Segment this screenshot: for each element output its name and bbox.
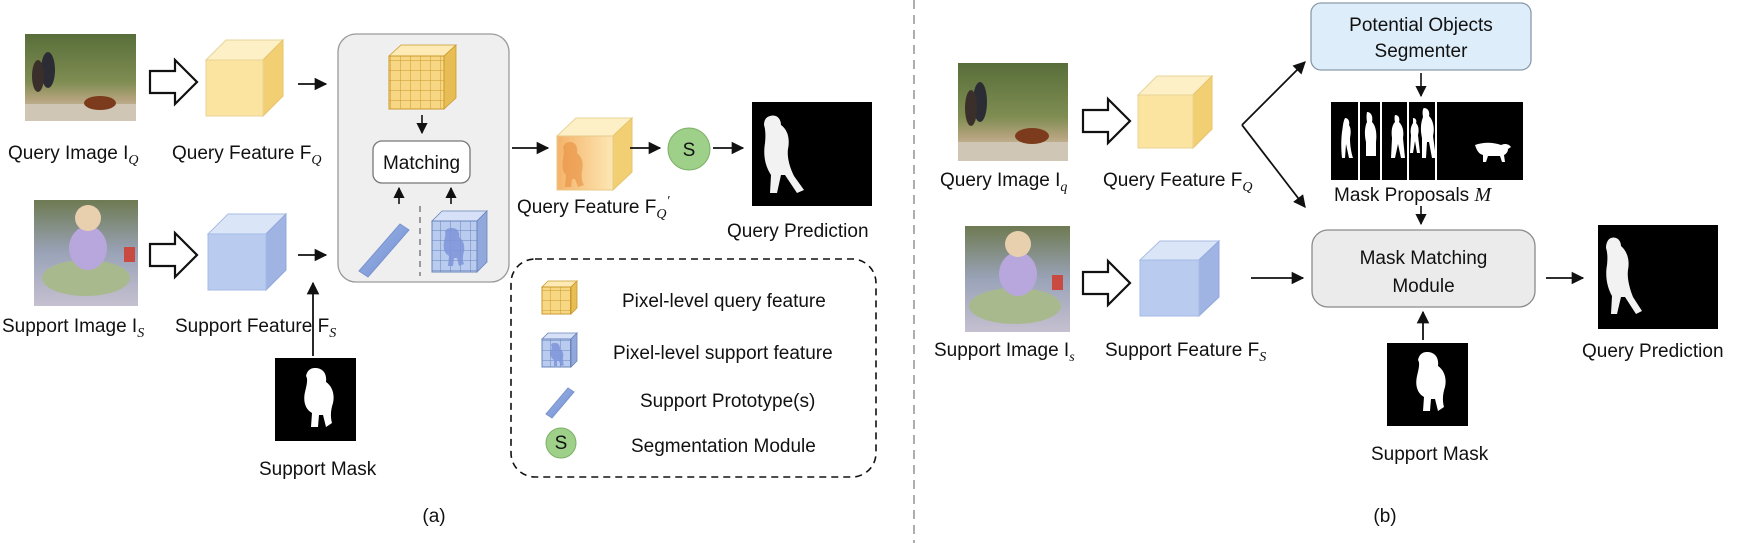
legend-prototype-icon — [545, 387, 575, 419]
segmentation-symbol: S — [683, 140, 696, 161]
segmenter-label-line1: Potential Objects — [1349, 15, 1493, 36]
query-feature-cube-b — [1136, 74, 1214, 150]
query-prediction-label-b: Query Prediction — [1582, 341, 1724, 362]
support-feature-label-b: Support Feature FS — [1105, 340, 1266, 365]
hollow-arrow-icon — [148, 57, 199, 107]
support-image-label-a: Support Image IS — [2, 316, 144, 341]
query-image-a — [25, 34, 136, 121]
legend-segmentation-icon — [545, 427, 577, 459]
hollow-arrow-icon — [1081, 96, 1132, 146]
panel-b: Query Image Iq Query Feature FQ Potentia… — [934, 2, 1724, 527]
panel-a: Query Image IQ Query Feature FQ Support … — [2, 33, 877, 527]
support-mask-a — [275, 358, 356, 441]
support-mask-b — [1387, 343, 1468, 426]
support-image-label-b: Support Image Is — [934, 340, 1075, 365]
mask-matching-label-line2: Module — [1392, 276, 1454, 297]
support-image-b — [965, 226, 1070, 332]
matching-label: Matching — [383, 153, 460, 174]
caption-a: (a) — [422, 506, 445, 527]
caption-b: (b) — [1373, 506, 1396, 527]
legend: Pixel-level query feature Pixel-level su… — [510, 258, 877, 478]
potential-objects-segmenter-box — [1310, 2, 1532, 71]
segmentation-module-icon — [667, 127, 711, 171]
support-feature-label-a: Support Feature FS — [175, 316, 336, 341]
legend-segmentation-symbol: S — [555, 433, 568, 454]
query-prediction-mask-a — [752, 102, 872, 206]
legend-prototype-label: Support Prototype(s) — [640, 391, 815, 412]
query-image-label-a: Query Image IQ — [8, 143, 139, 168]
support-feature-cube-b — [1138, 239, 1221, 318]
legend-pixel-query-icon — [541, 280, 578, 315]
pixel-support-feature-cube — [431, 210, 488, 273]
legend-pixel-support-label: Pixel-level support feature — [613, 343, 833, 364]
mask-matching-module-box — [1311, 229, 1536, 308]
support-feature-cube-a — [206, 212, 288, 292]
enhanced-query-feature-cube — [555, 116, 634, 192]
query-feature-cube-a — [204, 38, 285, 118]
hollow-arrow-icon — [1081, 258, 1132, 308]
query-feature-label-b: Query Feature FQ — [1103, 170, 1253, 195]
query-prediction-mask-b — [1598, 225, 1718, 329]
support-mask-label-a: Support Mask — [259, 459, 377, 480]
support-prototype-icon — [358, 223, 410, 278]
arrow — [1241, 61, 1306, 126]
query-feature-label-a: Query Feature FQ — [172, 143, 322, 168]
segmenter-label-line2: Segmenter — [1375, 41, 1469, 62]
support-image-a — [34, 200, 138, 306]
query-image-b — [958, 63, 1068, 161]
support-mask-label-b: Support Mask — [1371, 444, 1489, 465]
legend-segmentation-label: Segmentation Module — [631, 436, 816, 457]
enhanced-query-feature-label: Query Feature FQ′ — [517, 194, 671, 222]
hollow-arrow-icon — [148, 230, 199, 280]
legend-box — [510, 258, 877, 478]
query-image-label-b: Query Image Iq — [940, 170, 1067, 195]
pixel-query-feature-cube — [387, 44, 458, 110]
arrow — [1241, 124, 1306, 208]
mask-proposals-strip — [1331, 102, 1523, 180]
mask-proposals-label: Mask Proposals M — [1334, 184, 1492, 206]
mask-matching-label-line1: Mask Matching — [1360, 248, 1488, 269]
legend-pixel-support-icon — [541, 332, 578, 368]
matching-box — [372, 140, 471, 184]
legend-pixel-query-label: Pixel-level query feature — [622, 291, 826, 312]
query-prediction-label-a: Query Prediction — [727, 221, 869, 242]
